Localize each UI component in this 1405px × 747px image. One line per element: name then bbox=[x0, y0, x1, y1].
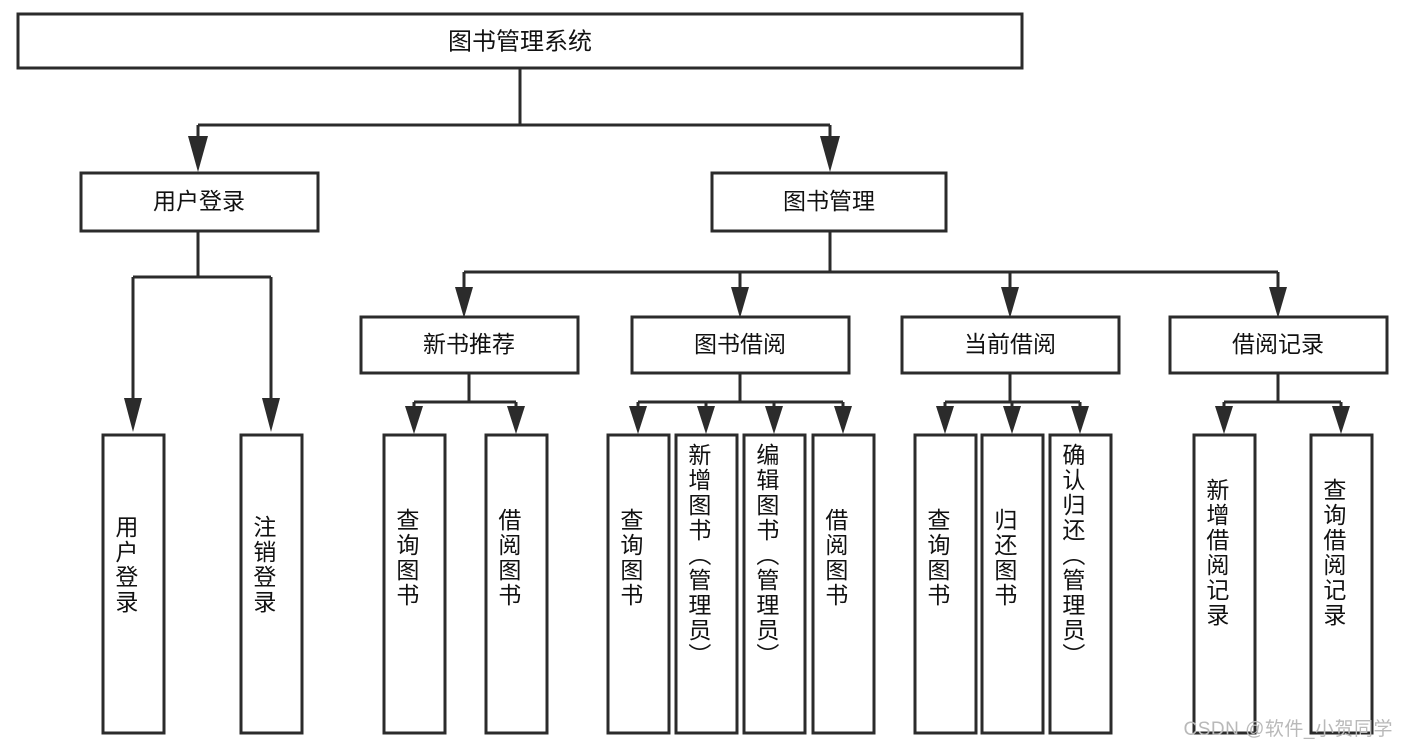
node-new-book-recommend-box bbox=[359, 315, 580, 375]
arrow-to-borrow-leaf-3 bbox=[765, 406, 783, 434]
leaf-box-borrow-book-new[interactable] bbox=[484, 433, 549, 735]
arrow-to-user-login bbox=[188, 136, 208, 172]
leaf-box-borrow-book[interactable] bbox=[811, 433, 876, 735]
node-current-borrow-box bbox=[900, 315, 1121, 375]
node-new-book-recommend[interactable]: 新书推荐 bbox=[359, 315, 580, 375]
leaf-box-query-borrow-record[interactable] bbox=[1309, 433, 1374, 735]
node-user-login-label: 用户登录 bbox=[153, 188, 245, 214]
leaf-box-add-borrow-record[interactable] bbox=[1192, 433, 1257, 735]
arrow-to-leaf-logout bbox=[262, 398, 280, 432]
node-book-borrow-box bbox=[630, 315, 851, 375]
arrow-to-borrow-record bbox=[1269, 287, 1287, 318]
arrow-to-record-leaf-1 bbox=[1215, 406, 1233, 434]
arrow-to-current-leaf-2 bbox=[1003, 406, 1021, 434]
arrow-to-book-borrow bbox=[731, 287, 749, 318]
node-book-manage-box bbox=[710, 171, 948, 233]
node-root[interactable]: 图书管理系统 bbox=[16, 12, 1024, 70]
arrow-to-current-borrow bbox=[1001, 287, 1019, 318]
node-book-borrow[interactable]: 图书借阅 bbox=[630, 315, 851, 375]
arrow-to-borrow-leaf-1 bbox=[629, 406, 647, 434]
arrow-to-newbook-leaf-2 bbox=[507, 406, 525, 434]
node-book-manage[interactable]: 图书管理 bbox=[710, 171, 948, 233]
arrow-to-book-manage bbox=[820, 136, 840, 172]
node-borrow-record[interactable]: 借阅记录 bbox=[1168, 315, 1389, 375]
arrow-to-current-leaf-3 bbox=[1071, 406, 1089, 434]
arrow-to-current-leaf-1 bbox=[936, 406, 954, 434]
arrow-to-new-book bbox=[455, 287, 473, 318]
node-current-borrow[interactable]: 当前借阅 bbox=[900, 315, 1121, 375]
node-new-book-recommend-label: 新书推荐 bbox=[423, 331, 515, 357]
node-user-login[interactable]: 用户登录 bbox=[79, 171, 320, 233]
arrow-to-leaf-user-login bbox=[124, 398, 142, 432]
arrow-to-borrow-leaf-2 bbox=[697, 406, 715, 434]
leaf-box-edit-book-admin[interactable] bbox=[742, 433, 807, 735]
node-book-manage-label: 图书管理 bbox=[783, 188, 875, 214]
node-borrow-record-label: 借阅记录 bbox=[1232, 331, 1324, 357]
node-user-login-box bbox=[79, 171, 320, 233]
arrow-to-borrow-leaf-4 bbox=[834, 406, 852, 434]
leaf-box-user-login[interactable] bbox=[101, 433, 166, 735]
arrow-to-record-leaf-2 bbox=[1332, 406, 1350, 434]
arrow-to-newbook-leaf-1 bbox=[405, 406, 423, 434]
node-borrow-record-box bbox=[1168, 315, 1389, 375]
leaf-box-query-book-current[interactable] bbox=[913, 433, 978, 735]
node-root-label: 图书管理系统 bbox=[448, 28, 592, 55]
leaf-box-confirm-return-admin[interactable] bbox=[1048, 433, 1113, 735]
leaf-box-logout[interactable] bbox=[239, 433, 304, 735]
node-root-box bbox=[16, 12, 1024, 70]
leaf-box-add-book-admin[interactable] bbox=[674, 433, 739, 735]
leaf-box-query-book-borrow[interactable] bbox=[606, 433, 671, 735]
leaf-box-query-book-new[interactable] bbox=[382, 433, 447, 735]
node-current-borrow-label: 当前借阅 bbox=[964, 331, 1056, 357]
watermark-text: CSDN @软件_小贺同学 bbox=[1183, 719, 1393, 740]
leaf-box-return-book[interactable] bbox=[980, 433, 1045, 735]
node-book-borrow-label: 图书借阅 bbox=[694, 331, 786, 357]
